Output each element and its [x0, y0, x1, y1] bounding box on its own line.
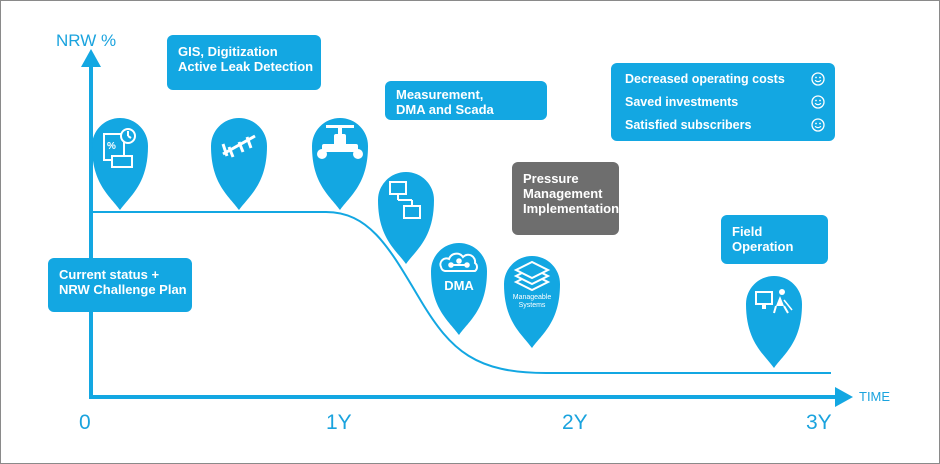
- documents-icon: %: [103, 128, 136, 168]
- box-measurement-line-2: DMA and Scada: [396, 102, 494, 117]
- box-gis: GIS, Digitization Active Leak Detection: [167, 35, 321, 90]
- box-pressure-line-2: Management: [523, 186, 603, 201]
- marker-worker: [746, 276, 802, 368]
- marker-dma: DMA: [431, 243, 487, 335]
- smiley-icon: [811, 72, 825, 86]
- pipe-icon: [221, 134, 256, 158]
- tick-1y: 1Y: [326, 411, 352, 434]
- layers-icon: [513, 260, 551, 292]
- box-measurement-line-1: Measurement,: [396, 87, 484, 102]
- tick-3y: 3Y: [806, 411, 832, 434]
- x-axis-label: TIME: [859, 389, 891, 404]
- dma-label: DMA: [444, 278, 474, 293]
- nrw-curve: [91, 211, 831, 374]
- systems-label-2: Systems: [519, 302, 546, 309]
- marker-network: [378, 172, 434, 264]
- valve-icon: [317, 125, 363, 159]
- box-pressure-line-1: Pressure: [523, 171, 579, 186]
- box-current-status-line-2: NRW Challenge Plan: [59, 282, 187, 297]
- x-axis-arrow: [835, 387, 853, 407]
- y-axis-label: NRW %: [56, 31, 117, 50]
- marker-systems: Manageable Systems: [504, 256, 560, 348]
- box-field-line-1: Field: [732, 224, 763, 239]
- box-measurement: Measurement, DMA and Scada: [385, 81, 547, 120]
- smiley-icon: [811, 95, 825, 109]
- box-current-status-line-1: Current status +: [59, 267, 160, 282]
- box-field-line-2: Operation: [732, 239, 794, 254]
- marker-pipe: [211, 118, 267, 210]
- worker-icon: [755, 289, 793, 314]
- systems-label-1: Manageable: [513, 294, 552, 301]
- svg-text:%: %: [107, 141, 116, 152]
- benefit-2: Saved investments: [625, 95, 739, 109]
- box-gis-line-1: GIS, Digitization: [178, 44, 278, 59]
- marker-documents: %: [92, 118, 148, 210]
- box-pressure-line-3: Implementation: [523, 201, 620, 216]
- box-gis-line-2: Active Leak Detection: [178, 59, 314, 74]
- y-axis-arrow: [81, 49, 101, 67]
- benefit-1: Decreased operating costs: [625, 72, 785, 86]
- box-current-status: Current status + NRW Challenge Plan: [48, 258, 192, 312]
- box-field: Field Operation: [721, 215, 828, 264]
- smiley-icon: [811, 118, 825, 132]
- tick-0: 0: [79, 411, 91, 434]
- box-pressure: Pressure Management Implementation: [512, 162, 619, 235]
- benefit-3: Satisfied subscribers: [625, 118, 752, 132]
- cloud-icon: [439, 252, 478, 272]
- marker-valve: [312, 118, 368, 210]
- box-benefits: Decreased operating costs Saved investme…: [611, 63, 835, 141]
- network-icon: [389, 181, 421, 219]
- tick-2y: 2Y: [562, 411, 588, 434]
